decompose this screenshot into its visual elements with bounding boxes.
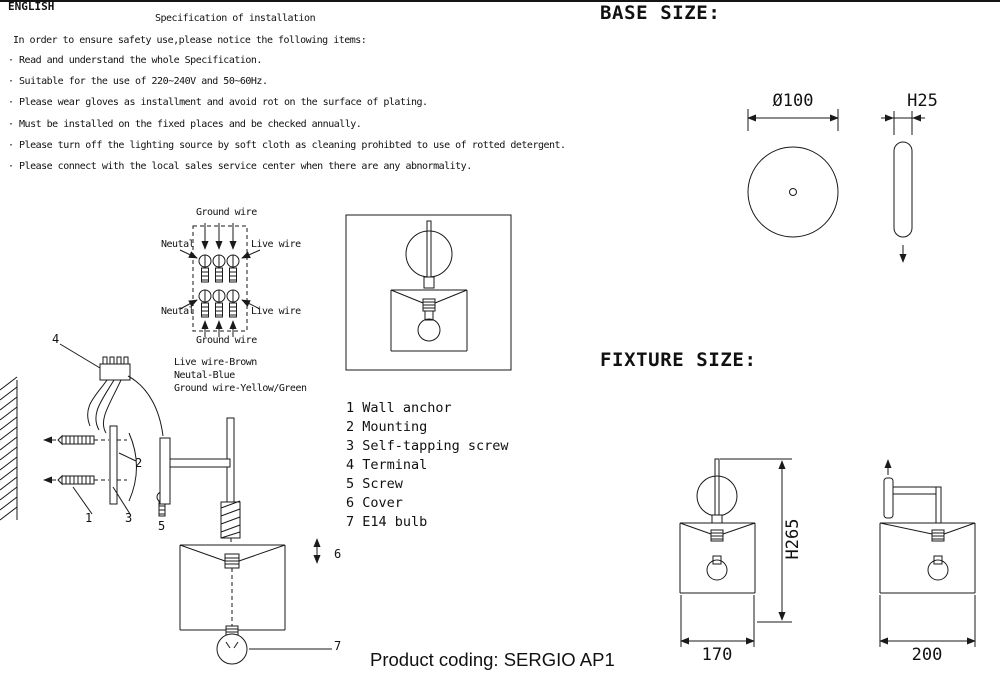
spec-item-2: · Suitable for the use of 220~240V and 5…	[8, 76, 268, 87]
base-diameter-label: Ø100	[772, 91, 814, 111]
part-item-6: 6 Cover	[346, 495, 403, 511]
wiring-neutral-bottom-label: Neutal	[161, 306, 195, 317]
wiring-legend-live: Live wire-Brown	[174, 357, 257, 368]
base-size-drawing	[747, 109, 925, 263]
lamp-front-view-drawing	[345, 214, 512, 371]
callout-6: 6	[334, 547, 342, 561]
fixture-size-drawing	[679, 458, 976, 647]
part-item-2: 2 Mounting	[346, 419, 428, 435]
part-item-4: 4 Terminal	[346, 457, 428, 473]
fixture-width-side-label: 200	[911, 645, 943, 665]
spec-intro: In order to ensure safety use,please not…	[13, 35, 367, 46]
callout-3: 3	[125, 511, 133, 525]
wiring-legend-neutral: Neutal-Blue	[174, 370, 235, 381]
wiring-neutral-top-label: Neutal	[161, 239, 195, 250]
callout-5: 5	[158, 519, 166, 533]
spec-item-4: · Must be installed on the fixed places …	[8, 119, 362, 130]
wiring-legend-ground: Ground wire-Yellow/Green	[174, 383, 307, 394]
callout-7: 7	[334, 639, 342, 653]
wiring-terminal-diagram	[179, 223, 261, 337]
callout-4: 4	[52, 332, 60, 346]
spec-item-1: · Read and understand the whole Specific…	[8, 55, 262, 66]
fixture-width-front-label: 170	[701, 645, 733, 665]
language-label: ENGLISH	[8, 0, 55, 13]
part-item-7: 7 E14 bulb	[346, 514, 428, 530]
part-item-3: 3 Self-tapping screw	[346, 438, 509, 454]
spec-item-3: · Please wear gloves as installment and …	[8, 97, 428, 108]
part-item-5: 5 Screw	[346, 476, 403, 492]
callout-2: 2	[135, 456, 143, 470]
fixture-size-title: FIXTURE SIZE:	[600, 349, 757, 371]
product-coding: Product coding: SERGIO AP1	[370, 649, 615, 670]
wiring-ground-bottom-label: Ground wire	[196, 335, 257, 346]
installation-diagram	[0, 343, 332, 665]
wiring-live-bottom-label: Live wire	[251, 306, 301, 317]
spec-item-5: · Please turn off the lighting source by…	[8, 140, 566, 151]
base-height-label: H25	[907, 91, 938, 111]
wiring-ground-top-label: Ground wire	[196, 207, 257, 218]
base-size-title: BASE SIZE:	[600, 2, 721, 24]
spec-item-6: · Please connect with the local sales se…	[8, 161, 472, 172]
bottom-border-line	[0, 0, 1000, 2]
callout-1: 1	[85, 511, 93, 525]
wiring-live-top-label: Live wire	[251, 239, 301, 250]
spec-title: Specification of installation	[155, 13, 316, 24]
part-item-1: 1 Wall anchor	[346, 400, 452, 416]
